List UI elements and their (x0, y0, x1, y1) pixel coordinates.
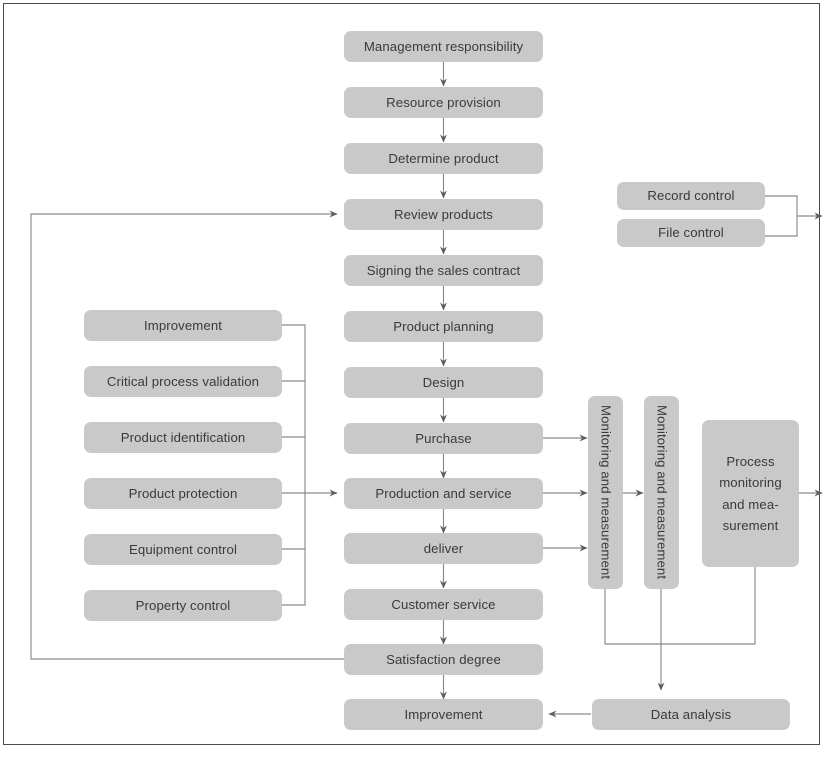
node-data-analysis[interactable]: Data analysis (592, 699, 790, 730)
node-improvement-bottom[interactable]: Improvement (344, 699, 543, 730)
node-management-responsibility[interactable]: Management responsibility (344, 31, 543, 62)
node-label: Management responsibility (363, 38, 524, 54)
node-signing-sales-contract[interactable]: Signing the sales contract (344, 255, 543, 286)
node-label: Review products (394, 206, 493, 222)
node-label: deliver (423, 540, 464, 556)
node-review-products[interactable]: Review products (344, 199, 543, 230)
node-label: Purchase (415, 430, 472, 446)
node-label: Product identification (120, 429, 246, 445)
node-design[interactable]: Design (344, 367, 543, 398)
node-label: Data analysis (650, 706, 732, 722)
node-label: Production and service (375, 485, 512, 501)
node-product-protection[interactable]: Product protection (84, 478, 282, 509)
node-critical-process-validation[interactable]: Critical process validation (84, 366, 282, 397)
node-label: File control (658, 225, 724, 241)
node-monitoring-measurement-2[interactable]: Monitoring and measurement (644, 396, 679, 589)
node-label: Monitoring and measurement (654, 405, 670, 580)
node-equipment-control[interactable]: Equipment control (84, 534, 282, 565)
node-purchase[interactable]: Purchase (344, 423, 543, 454)
node-product-planning[interactable]: Product planning (344, 311, 543, 342)
node-label: Signing the sales contract (366, 262, 521, 278)
node-product-identification[interactable]: Product identification (84, 422, 282, 453)
node-improvement[interactable]: Improvement (84, 310, 282, 341)
node-label: Equipment control (129, 541, 237, 557)
node-deliver[interactable]: deliver (344, 533, 543, 564)
node-label: Resource provision (386, 94, 501, 110)
node-customer-service[interactable]: Customer service (344, 589, 543, 620)
node-label: Record control (647, 188, 735, 204)
process-monitoring-line-4: surement (722, 517, 779, 533)
node-label: Monitoring and measurement (598, 405, 614, 580)
node-label: Product planning (393, 318, 494, 334)
node-process-monitoring-and-measurement[interactable]: Process monitoring and mea- surement (702, 420, 799, 567)
node-satisfaction-degree[interactable]: Satisfaction degree (344, 644, 543, 675)
node-label: Product protection (128, 485, 238, 501)
node-label: Improvement (404, 706, 483, 722)
node-label: Design (422, 374, 465, 390)
node-label: Satisfaction degree (386, 651, 501, 667)
node-resource-provision[interactable]: Resource provision (344, 87, 543, 118)
node-monitoring-measurement-1[interactable]: Monitoring and measurement (588, 396, 623, 589)
node-production-and-service[interactable]: Production and service (344, 478, 543, 509)
node-label: Determine product (388, 150, 499, 166)
node-label: Improvement (143, 317, 223, 333)
node-record-control[interactable]: Record control (617, 182, 765, 210)
node-file-control[interactable]: File control (617, 219, 765, 247)
node-property-control[interactable]: Property control (84, 590, 282, 621)
process-monitoring-line-2: monitoring (719, 475, 782, 491)
node-label: Critical process validation (106, 373, 260, 389)
node-label: Customer service (391, 596, 496, 612)
process-monitoring-line-3: and mea- (722, 496, 779, 512)
node-label: Property control (135, 597, 231, 613)
node-determine-product[interactable]: Determine product (344, 143, 543, 174)
process-monitoring-line-1: Process (726, 453, 775, 469)
